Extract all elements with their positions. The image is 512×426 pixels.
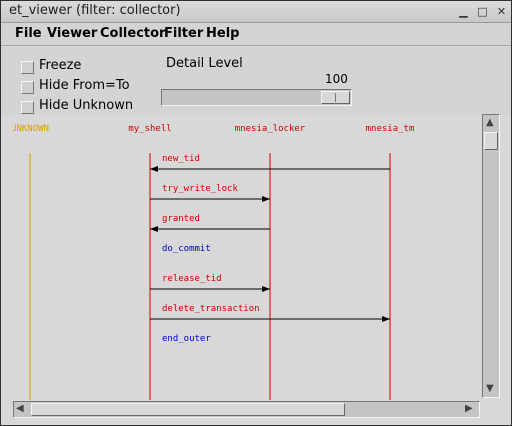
freeze-label: Freeze: [39, 58, 82, 73]
window-title: et_viewer (filter: collector): [9, 3, 181, 18]
detail-level-value: 100: [325, 72, 348, 86]
detail-level-label: Detail Level: [166, 56, 243, 71]
freeze-checkbox[interactable]: [21, 61, 34, 74]
down-arrow-icon[interactable]: ▼: [486, 383, 494, 394]
sequence-chart-svg: UNKNOWN my_shell mnesia_locker mnesia_tmnew…: [13, 124, 415, 400]
vertical-scrollbar[interactable]: ▲ ▼: [482, 114, 500, 398]
maximize-icon[interactable]: □: [477, 5, 488, 18]
title-bar[interactable]: et_viewer (filter: collector) ▁ □ ✕: [1, 1, 511, 23]
hide-unknown-checkbox[interactable]: [21, 101, 34, 114]
menu-collector[interactable]: Collector: [100, 26, 166, 41]
event-label-6[interactable]: end_outer: [162, 334, 211, 344]
event-label-4[interactable]: release_tid: [162, 274, 222, 284]
event-label-3[interactable]: do_commit: [162, 244, 211, 254]
menu-viewer[interactable]: Viewer: [47, 26, 98, 41]
horizontal-scrollbar[interactable]: ◀ ▶: [13, 401, 480, 418]
actor-label-0[interactable]: UNKNOWN: [13, 124, 49, 134]
controls-panel: Freeze Hide From=To Hide Unknown Detail …: [1, 47, 511, 115]
minimize-icon[interactable]: ▁: [459, 5, 468, 18]
hide-unknown-label: Hide Unknown: [39, 98, 134, 113]
event-label-5[interactable]: delete_transaction: [162, 304, 260, 314]
close-icon[interactable]: ✕: [496, 5, 507, 18]
up-arrow-icon[interactable]: ▲: [486, 117, 494, 128]
menu-file[interactable]: File: [15, 26, 42, 41]
left-arrow-icon[interactable]: ◀: [16, 403, 24, 414]
menu-bar: File Viewer Collector Filter Help: [1, 23, 511, 46]
menu-filter[interactable]: Filter: [164, 26, 204, 41]
horizontal-scroll-thumb[interactable]: [31, 403, 345, 416]
hide-from-to-checkbox[interactable]: [21, 81, 34, 94]
hide-from-to-label: Hide From=To: [39, 78, 130, 93]
detail-level-slider-thumb[interactable]: [321, 91, 350, 104]
menu-help[interactable]: Help: [206, 26, 240, 41]
event-label-0[interactable]: new_tid: [162, 154, 200, 164]
event-label-2[interactable]: granted: [162, 214, 200, 224]
detail-level-slider[interactable]: [161, 89, 352, 106]
event-label-1[interactable]: try_write_lock: [162, 184, 238, 194]
actor-label-1[interactable]: my_shell: [128, 124, 171, 134]
actor-label-2[interactable]: mnesia_locker: [235, 124, 306, 134]
vertical-scroll-thumb[interactable]: [484, 132, 498, 150]
right-arrow-icon[interactable]: ▶: [465, 403, 473, 414]
actor-label-3[interactable]: mnesia_tm: [366, 124, 415, 134]
